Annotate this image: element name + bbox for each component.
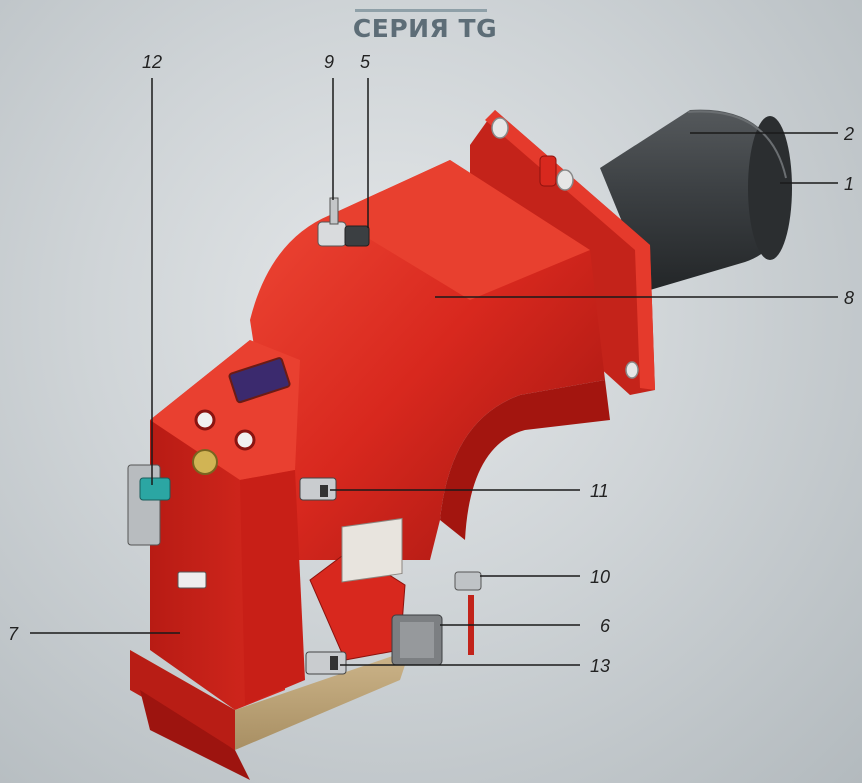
callout-6: 6 bbox=[600, 616, 611, 636]
callout-7: 7 bbox=[8, 624, 19, 644]
leader-lines bbox=[30, 78, 838, 666]
diagram-title: СЕРИЯ TG bbox=[352, 14, 498, 43]
callout-9: 9 bbox=[324, 52, 335, 72]
callout-2: 2 bbox=[844, 124, 855, 144]
valve-13 bbox=[305, 651, 347, 675]
air-damper-assembly bbox=[309, 517, 406, 661]
callout-10: 10 bbox=[590, 567, 611, 587]
callout-5: 5 bbox=[360, 52, 371, 72]
valve-10 bbox=[454, 571, 482, 655]
fan-housing bbox=[250, 160, 610, 560]
actuator-6 bbox=[391, 614, 443, 666]
callout-11: 11 bbox=[590, 481, 609, 501]
base-plate bbox=[130, 650, 410, 780]
title-rule bbox=[355, 9, 487, 12]
front-housing bbox=[150, 340, 305, 710]
valve-5-9 bbox=[317, 197, 370, 247]
callout-13: 13 bbox=[590, 656, 611, 676]
callout-1: 1 bbox=[844, 174, 855, 194]
callout-8: 8 bbox=[844, 288, 855, 308]
valve-11 bbox=[299, 477, 337, 501]
callout-12: 12 bbox=[142, 52, 163, 72]
